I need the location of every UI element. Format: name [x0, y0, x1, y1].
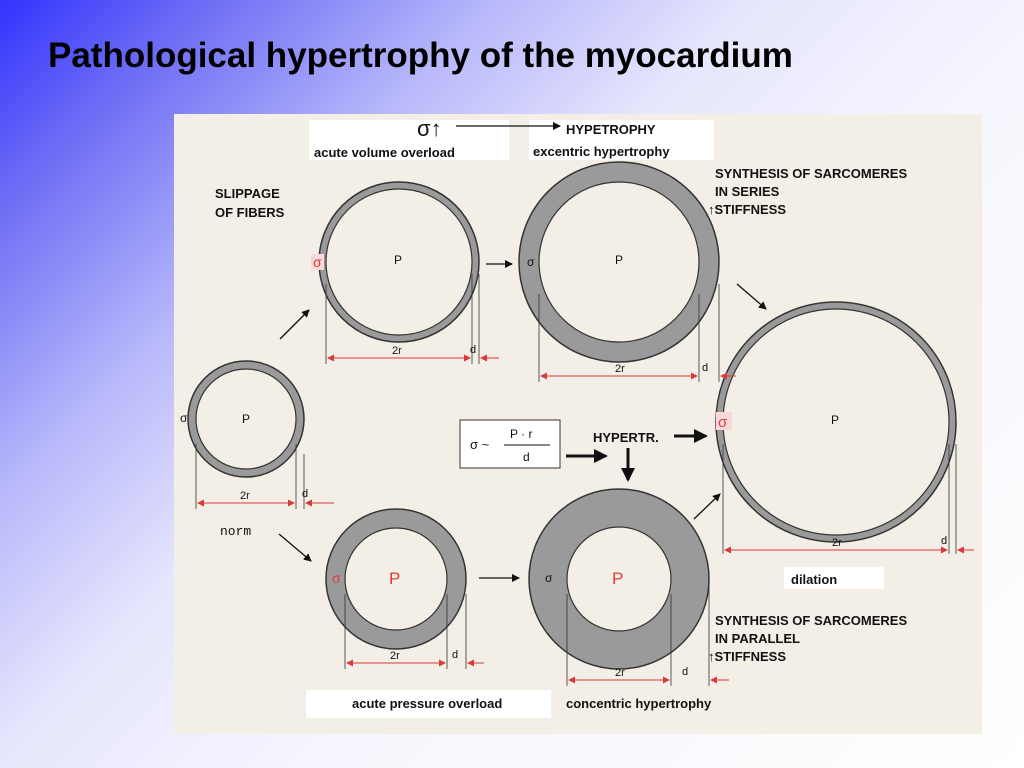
dilation-label-bg: [784, 567, 884, 589]
flow-arrows: [278, 122, 767, 582]
norm-p: P: [242, 412, 250, 426]
parallel-label-1: SYNTHESIS OF SARCOMERES: [715, 613, 907, 628]
concentric-cavity: [566, 526, 672, 632]
pressure-p: P: [389, 569, 400, 588]
norm-d: d: [302, 488, 308, 500]
acute-pressure-overload-label: acute pressure overload: [352, 696, 502, 711]
volume-2r: 2r: [392, 345, 402, 357]
parallel-label-2: IN PARALLEL: [715, 631, 800, 646]
dilation-sigma-highlight: [716, 412, 732, 430]
volume-sigma: σ: [313, 254, 322, 270]
volume-cavity: [325, 188, 473, 336]
pressure-overload-heart: [325, 508, 467, 650]
concentric-d: d: [682, 666, 688, 678]
hypertrophy-diagram: σ↑ HYPETROPHY acute volume overload exce…: [174, 114, 982, 734]
slide-title: Pathological hypertrophy of the myocardi…: [48, 36, 793, 75]
series-label-1: SYNTHESIS OF SARCOMERES: [715, 166, 907, 181]
norm-to-volume-arrow: [279, 309, 310, 340]
volume-overload-heart: [318, 181, 480, 343]
excentric-to-dilation-arrow: [736, 283, 767, 310]
top-label-bg: [309, 120, 509, 160]
formula-box: [459, 419, 561, 469]
norm-to-pressure-arrow: [278, 533, 312, 562]
dilation-2r: 2r: [832, 537, 842, 549]
slippage-label-2: OF FIBERS: [215, 205, 285, 220]
pressure-2r: 2r: [390, 650, 400, 662]
diagram-svg: σ↑ HYPETROPHY acute volume overload exce…: [180, 116, 974, 718]
bottom-label-bg: [306, 690, 551, 718]
formula-sigma: σ ~: [470, 437, 490, 452]
hypetrophy-label: HYPETROPHY: [566, 122, 656, 137]
parallel-label-3: ↑STIFFNESS: [708, 649, 786, 664]
formula-numerator: P · r: [510, 427, 532, 441]
volume-p: P: [394, 253, 402, 267]
excentric-p: P: [615, 253, 623, 267]
concentric-p: P: [612, 569, 623, 588]
dilation-d: d: [941, 535, 947, 547]
concentric-to-dilation-arrow: [693, 493, 721, 520]
dilation-sigma: σ: [718, 414, 728, 431]
pressure-d: d: [452, 649, 458, 661]
norm-2r: 2r: [240, 490, 250, 502]
acute-volume-overload-label: acute volume overload: [314, 145, 455, 160]
norm-sigma: σ: [180, 411, 188, 425]
concentric-sigma: σ: [545, 571, 553, 585]
dilation-heart: [715, 301, 957, 543]
hypertr-label: HYPERTR.: [593, 430, 659, 445]
excentric-hypertrophy-heart: [518, 161, 720, 363]
dimension-arrows: [197, 354, 974, 684]
excentric-sigma: σ: [527, 255, 535, 269]
excentric-hypertrophy-label: excentric hypertrophy: [533, 144, 670, 159]
excentric-d: d: [702, 362, 708, 374]
concentric-hypertrophy-heart: [528, 488, 710, 670]
volume-sigma-highlight: [311, 254, 324, 270]
slippage-label-1: SLIPPAGE: [215, 186, 280, 201]
sigma-up-label: σ↑: [417, 116, 442, 141]
norm-heart: [187, 360, 305, 478]
concentric-hypertrophy-label: concentric hypertrophy: [566, 696, 712, 711]
excentric-cavity: [538, 181, 700, 343]
dimension-lines: [195, 274, 957, 686]
series-label-2: IN SERIES: [715, 184, 780, 199]
volume-d: d: [470, 344, 476, 356]
norm-label: norm: [220, 524, 251, 539]
series-label-3: ↑STIFFNESS: [708, 202, 786, 217]
formula-denominator: d: [523, 450, 530, 464]
pressure-cavity: [344, 527, 448, 631]
norm-cavity: [195, 368, 297, 470]
bold-arrows: [566, 429, 708, 482]
excentric-2r: 2r: [615, 363, 625, 375]
dilation-p: P: [831, 413, 839, 427]
concentric-2r: 2r: [615, 667, 625, 679]
dilation-label: dilation: [791, 572, 837, 587]
pressure-sigma: σ: [332, 570, 341, 586]
